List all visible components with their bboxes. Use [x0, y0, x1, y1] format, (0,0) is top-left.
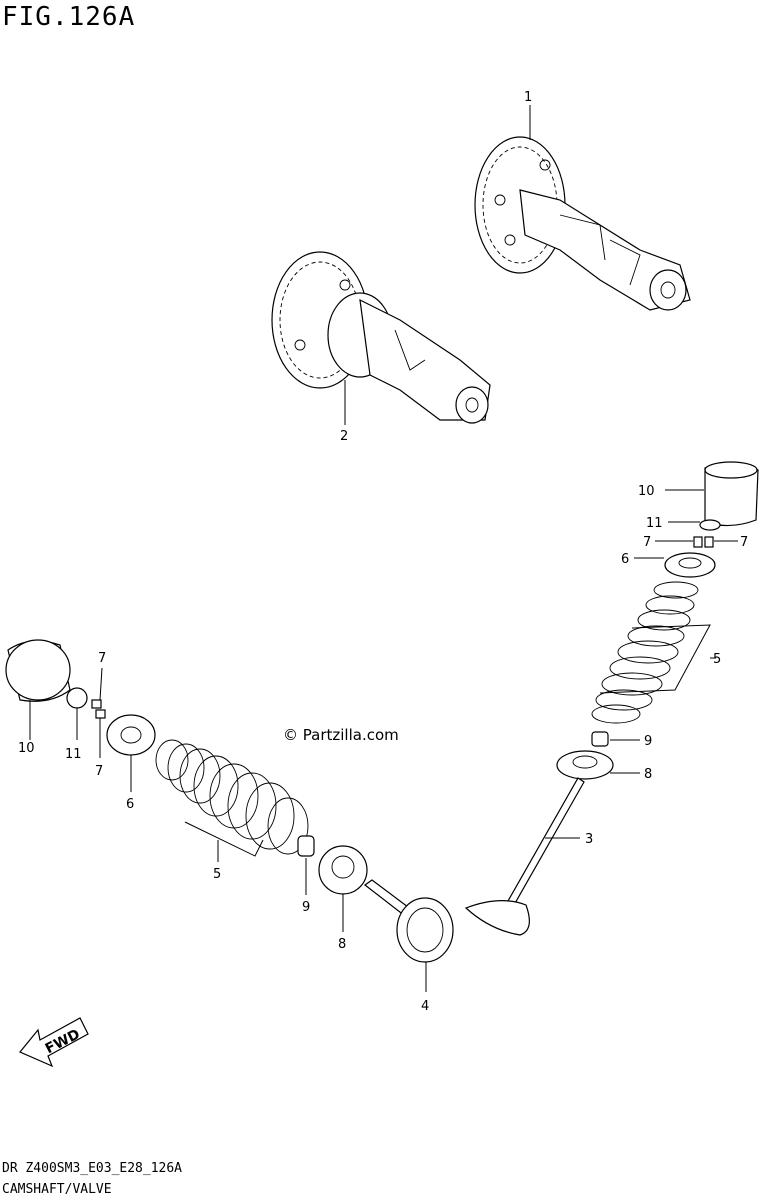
callout-11b: 11 [646, 516, 663, 531]
leader-5a [184, 821, 264, 857]
tappet-right [704, 461, 759, 527]
diagram-caption: CAMSHAFT/VALVE [2, 1182, 112, 1197]
camshaft-2 [271, 251, 491, 424]
callout-7c: 7 [643, 535, 651, 550]
seal-left [297, 835, 315, 857]
callout-9b: 9 [644, 734, 652, 749]
shim-left [66, 687, 88, 709]
callout-11a: 11 [65, 747, 82, 762]
callout-6b: 6 [621, 552, 629, 567]
copyright-watermark: © Partzilla.com [283, 726, 399, 744]
callout-8a: 8 [338, 937, 346, 952]
callout-6a: 6 [126, 797, 134, 812]
cotter-left-a [91, 699, 102, 709]
callout-9a: 9 [302, 900, 310, 915]
callout-10b: 10 [638, 484, 655, 499]
camshaft-1 [474, 136, 691, 311]
valve-intake [363, 879, 454, 963]
callout-10a: 10 [18, 741, 35, 756]
callout-1: 1 [524, 90, 532, 105]
cotter-right-a [693, 536, 703, 548]
shim-right [699, 519, 721, 531]
spring-seat-left [318, 845, 368, 895]
cotter-left-b [95, 709, 106, 719]
callout-5a: 5 [213, 867, 221, 882]
leader-7a [99, 667, 103, 701]
callout-4: 4 [421, 999, 429, 1014]
cotter-right-b [704, 536, 714, 548]
figure-title: FIG.126A [2, 2, 136, 32]
callout-5b: 5 [713, 652, 721, 667]
springs-right [591, 581, 699, 724]
tappet-left [5, 639, 71, 702]
seal-right [591, 731, 609, 747]
springs-left [155, 739, 309, 855]
diagram-code: DR Z400SM3_E03_E28_126A [2, 1161, 183, 1176]
callout-3: 3 [585, 832, 593, 847]
leader-5b [599, 624, 711, 694]
callout-7b: 7 [95, 764, 103, 779]
callout-8b: 8 [644, 767, 652, 782]
spring-seat-right [556, 750, 614, 780]
callout-7d: 7 [740, 535, 748, 550]
callout-7a: 7 [98, 651, 106, 666]
fwd-arrow-icon: FWD [19, 1017, 89, 1068]
retainer-left [106, 714, 156, 756]
valve-exhaust [464, 777, 585, 936]
callout-2: 2 [340, 429, 348, 444]
retainer-right [664, 552, 716, 578]
